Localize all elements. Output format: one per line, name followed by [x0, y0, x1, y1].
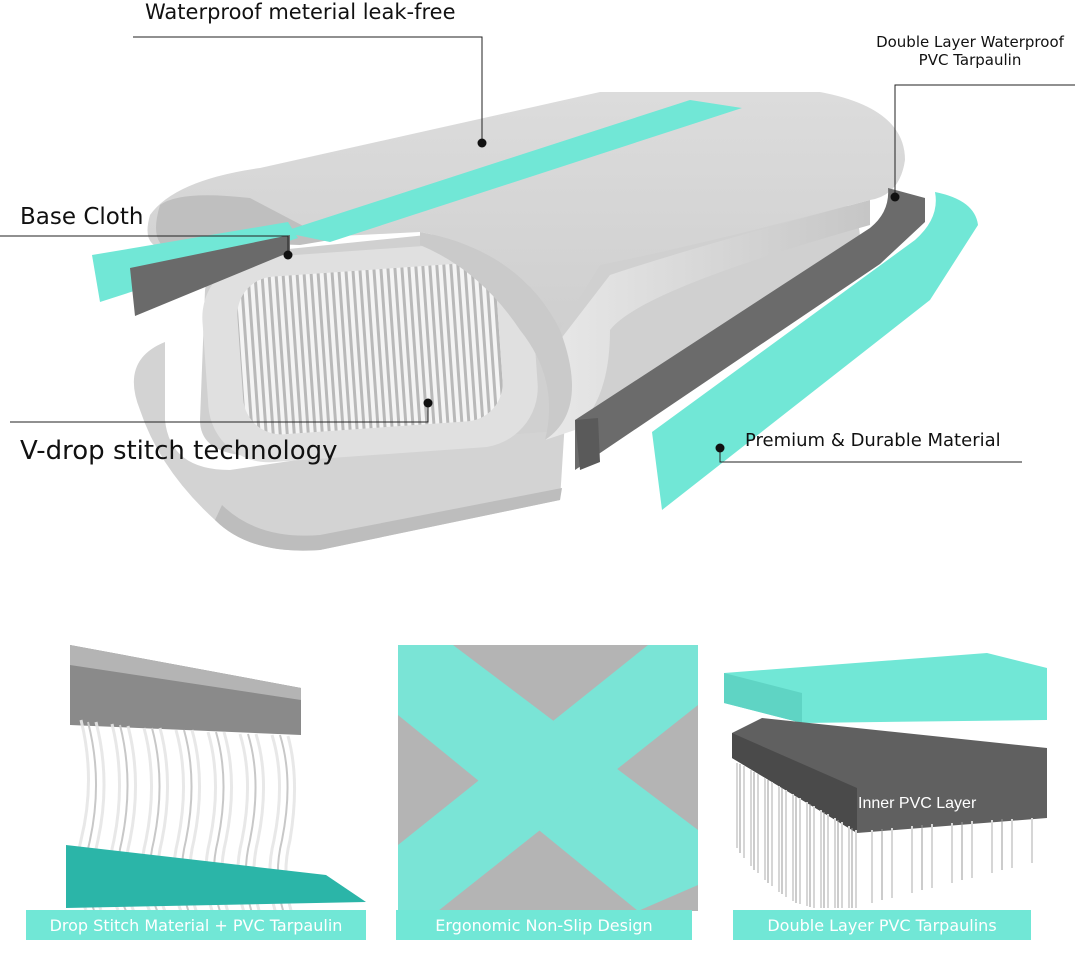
callout-base-cloth: Base Cloth: [20, 204, 144, 230]
top-teal-stripe: [282, 100, 742, 242]
caption-double-layer: Double Layer PVC Tarpaulins: [733, 910, 1031, 940]
top-shell: [147, 92, 905, 440]
callout-premium: Premium & Durable Material: [745, 430, 1001, 451]
mat-cross-section-illustration: [0, 36, 1075, 551]
double-layer-image: [724, 653, 1047, 908]
panel-double-layer: [722, 648, 1052, 910]
callout-double-layer-line1: Double Layer Waterproof: [876, 33, 1064, 51]
left-gray-strip: [130, 235, 290, 316]
drop-stitch-fibers: [237, 263, 503, 435]
right-teal-strip: [652, 192, 978, 510]
leader-dots: [283, 138, 900, 453]
non-slip-texture-image: [398, 645, 698, 911]
callout-waterproof: Waterproof meterial leak-free: [145, 0, 456, 24]
leader-lines: [0, 36, 1075, 463]
inner-pvc-layer-label: Inner PVC Layer: [858, 795, 977, 812]
caption-non-slip: Ergonomic Non-Slip Design: [396, 910, 692, 940]
panel-drop-stitch: [26, 640, 366, 940]
panel-non-slip: [398, 645, 698, 911]
callout-double-layer-line2: PVC Tarpaulin: [918, 51, 1022, 69]
right-gray-strip: [575, 188, 925, 470]
drop-stitch-image: [66, 645, 366, 921]
bottom-shell: [133, 342, 565, 551]
callout-double-layer: Double Layer Waterproof PVC Tarpaulin: [862, 33, 1078, 69]
callout-v-drop: V-drop stitch technology: [20, 436, 338, 466]
caption-drop-stitch: Drop Stitch Material + PVC Tarpaulin: [26, 910, 366, 940]
